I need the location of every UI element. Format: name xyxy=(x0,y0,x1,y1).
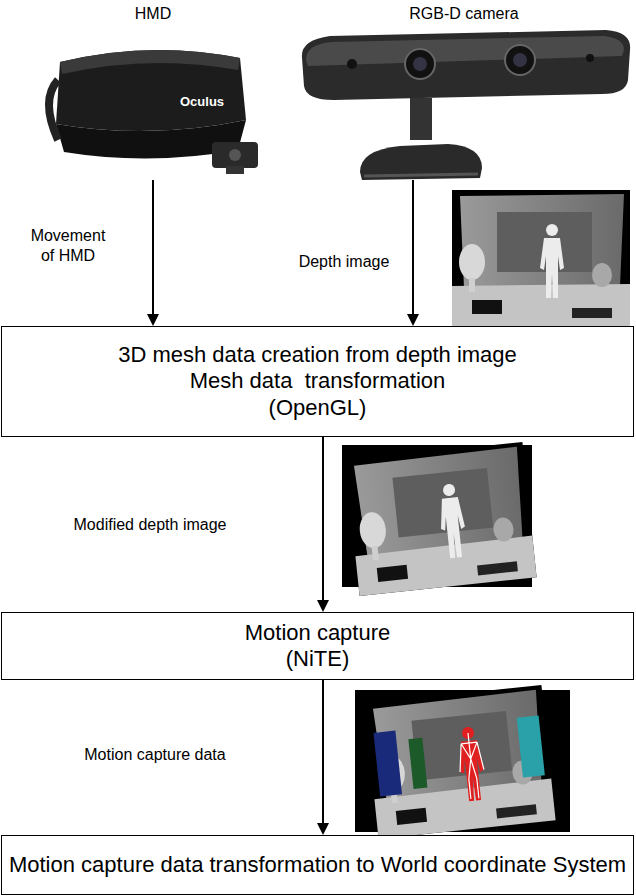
hmd-illustration xyxy=(49,50,258,174)
arrow-label: Modified depth image xyxy=(30,515,270,535)
flow-arrow xyxy=(407,180,419,326)
motion-capture-image xyxy=(355,685,570,839)
process-box: 3D mesh data creation from depth imageMe… xyxy=(1,326,634,437)
process-box: Motion capture(NiTE) xyxy=(1,612,634,680)
box-text: (OpenGL) xyxy=(269,395,367,421)
flow-arrow xyxy=(147,180,159,326)
flow-arrow xyxy=(317,437,329,612)
device-heading: RGB-D camera xyxy=(409,4,518,23)
device-figure: HMD xyxy=(40,2,266,180)
arrow-label: Depth image xyxy=(288,252,400,272)
depth-image xyxy=(452,190,630,326)
camera-illustration xyxy=(302,30,630,180)
box-text: Mesh data transformation xyxy=(190,368,446,394)
box-text: Motion capture data transformation to Wo… xyxy=(9,852,626,878)
box-text: Motion capture xyxy=(245,620,391,646)
arrow-label: Motion capture data xyxy=(40,745,270,765)
process-box: Motion capture data transformation to Wo… xyxy=(1,835,634,895)
flow-arrow xyxy=(317,680,329,835)
device-figure: RGB-D camera xyxy=(296,2,632,180)
box-text: (NiTE) xyxy=(286,646,350,672)
logo-text: Oculus xyxy=(180,94,224,109)
modified-depth-image xyxy=(342,442,537,596)
device-heading: HMD xyxy=(135,4,171,23)
box-text: 3D mesh data creation from depth image xyxy=(118,342,517,368)
arrow-label: Movement of HMD xyxy=(22,226,114,266)
